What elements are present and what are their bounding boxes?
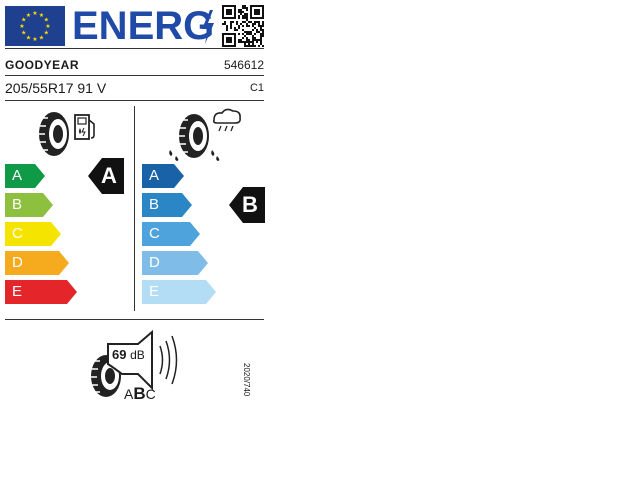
noise-class-a: A: [124, 386, 134, 402]
fuel-class-label: D: [12, 254, 23, 271]
tyre-fuel-pump-icon: [39, 112, 95, 156]
fuel-class-b-arrow: B: [5, 193, 53, 217]
wet-grip-class-label: E: [149, 283, 160, 300]
eu-star-icon: ★: [26, 12, 31, 19]
eu-star-icon: ★: [39, 12, 44, 19]
wet-grip-class-e-arrow: E: [142, 280, 216, 304]
fuel-class-label: E: [12, 283, 23, 300]
fuel-class-label: A: [12, 167, 23, 184]
noise-divider: [5, 319, 264, 320]
fuel-efficiency-rating-badge: A: [88, 158, 124, 194]
noise-class-b: B: [133, 384, 146, 403]
eu-star-icon: ★: [44, 30, 49, 37]
fuel-class-label: C: [12, 225, 23, 242]
noise-value: 69 dB: [112, 347, 145, 362]
wet-grip-class-d-arrow: D: [142, 251, 208, 275]
noise-db-value: 69: [112, 347, 127, 362]
tyre-class: C1: [249, 82, 264, 94]
eu-stars: ★★★★★★★★★★★★: [5, 6, 65, 46]
tyre-size: 205/55R17 91 V: [5, 80, 107, 96]
eu-star-icon: ★: [45, 23, 50, 30]
wet-grip-class-label: C: [149, 225, 160, 242]
wet-grip-class-a-arrow: A: [142, 164, 184, 188]
fuel-class-e-arrow: E: [5, 280, 77, 304]
eu-star-icon: ★: [32, 10, 37, 17]
qr-code-icon[interactable]: [222, 5, 264, 47]
wet-grip-class-label: D: [149, 254, 160, 271]
eu-star-icon: ★: [39, 34, 44, 41]
article-code: 546612: [223, 58, 264, 72]
noise-unit: dB: [130, 348, 145, 362]
fuel-class-label: B: [12, 196, 23, 213]
tyre-rain-cloud-icon: [169, 108, 241, 161]
eu-flag-icon: ★★★★★★★★★★★★: [5, 6, 65, 46]
wet-grip-class-label: A: [149, 167, 160, 184]
column-divider: [134, 106, 135, 311]
energy-title: ENERG: [72, 4, 215, 48]
wet-grip-class-b-arrow: B: [142, 193, 192, 217]
fuel-class-c-arrow: C: [5, 222, 61, 246]
tyre-brand: GOODYEAR: [5, 58, 80, 72]
eu-star-icon: ★: [21, 17, 26, 24]
wet-grip-class-c-arrow: C: [142, 222, 200, 246]
wet-grip-rating-badge: B: [229, 187, 265, 223]
noise-class-c: C: [145, 386, 156, 402]
fuel-efficiency-rating: A: [101, 163, 117, 188]
wet-grip-class-label: B: [149, 196, 160, 213]
size-divider: [5, 100, 264, 101]
wet-grip-rating: B: [242, 192, 258, 217]
eu-star-icon: ★: [21, 30, 26, 37]
brand-divider: [5, 75, 264, 76]
lightning-bolt-icon: [202, 10, 214, 44]
fuel-class-d-arrow: D: [5, 251, 69, 275]
header-divider: [5, 48, 264, 49]
eu-star-icon: ★: [32, 36, 37, 43]
regulation-number: 2020/740: [242, 363, 251, 397]
fuel-class-a-arrow: A: [5, 164, 45, 188]
eu-star-icon: ★: [26, 34, 31, 41]
eu-star-icon: ★: [19, 23, 24, 30]
noise-class: ABC: [124, 384, 156, 404]
eu-star-icon: ★: [44, 17, 49, 24]
tyre-speaker-icon: [91, 329, 178, 397]
